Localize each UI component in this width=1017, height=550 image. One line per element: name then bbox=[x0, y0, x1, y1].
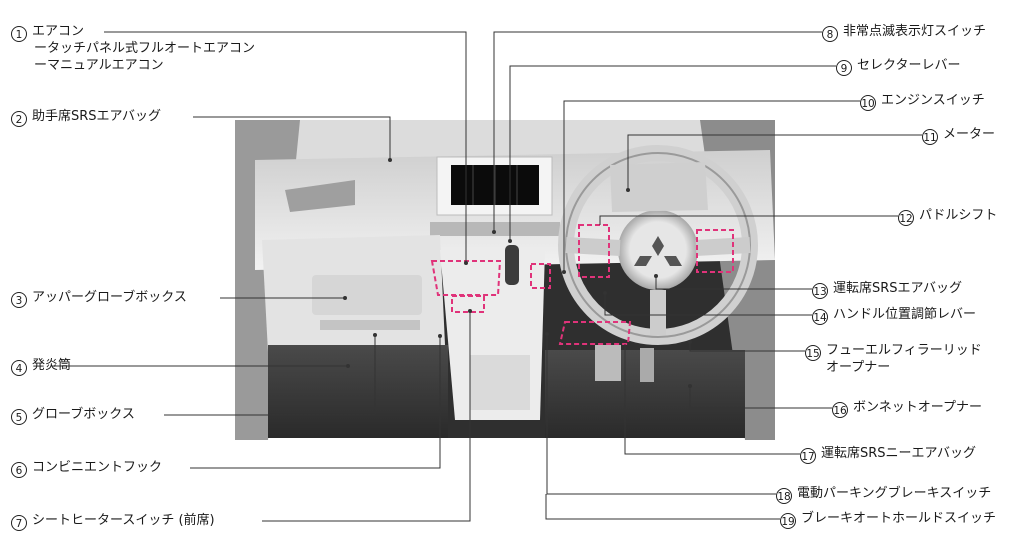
label-15-line2: オープナー bbox=[826, 360, 891, 375]
highlight-seat-heater bbox=[451, 295, 485, 313]
highlight-hazard bbox=[530, 263, 551, 289]
line-11 bbox=[627, 134, 922, 190]
line-14 bbox=[604, 293, 812, 316]
selector-lever-shape bbox=[505, 245, 519, 285]
line-7 bbox=[262, 311, 471, 522]
emblem-icon bbox=[652, 236, 664, 256]
label-1-sub-2: ーマニュアルエアコン bbox=[34, 58, 164, 73]
highlight-regions bbox=[430, 224, 734, 345]
glovebox-handle bbox=[320, 320, 420, 330]
cup-holder bbox=[470, 355, 530, 410]
line-2 bbox=[193, 116, 391, 160]
line-5 bbox=[164, 335, 376, 416]
line-16 bbox=[689, 386, 832, 409]
line-18 bbox=[546, 334, 776, 495]
line-6 bbox=[190, 336, 441, 469]
line-17 bbox=[624, 344, 800, 455]
meter-cluster bbox=[610, 162, 708, 212]
line-19 bbox=[545, 494, 780, 520]
line-8 bbox=[493, 31, 822, 232]
highlight-knee-airbag bbox=[558, 321, 632, 345]
line-10 bbox=[563, 100, 860, 272]
line-15 bbox=[689, 342, 805, 352]
line-13 bbox=[655, 276, 812, 290]
center-vents bbox=[430, 222, 560, 236]
highlight-paddle-right bbox=[696, 229, 734, 273]
steering-spokes bbox=[565, 237, 751, 335]
line-1 bbox=[104, 31, 467, 263]
line-9 bbox=[509, 65, 836, 241]
upper-glovebox bbox=[312, 275, 422, 315]
left-air-vent bbox=[285, 180, 355, 212]
passenger-floor bbox=[268, 345, 448, 438]
brake-pedal bbox=[595, 345, 621, 381]
label-1-sub-1: ータッチパネル式フルオートエアコン bbox=[34, 41, 256, 56]
line-12 bbox=[599, 215, 898, 225]
highlight-paddle-left bbox=[578, 224, 610, 278]
accel-pedal bbox=[640, 348, 654, 382]
